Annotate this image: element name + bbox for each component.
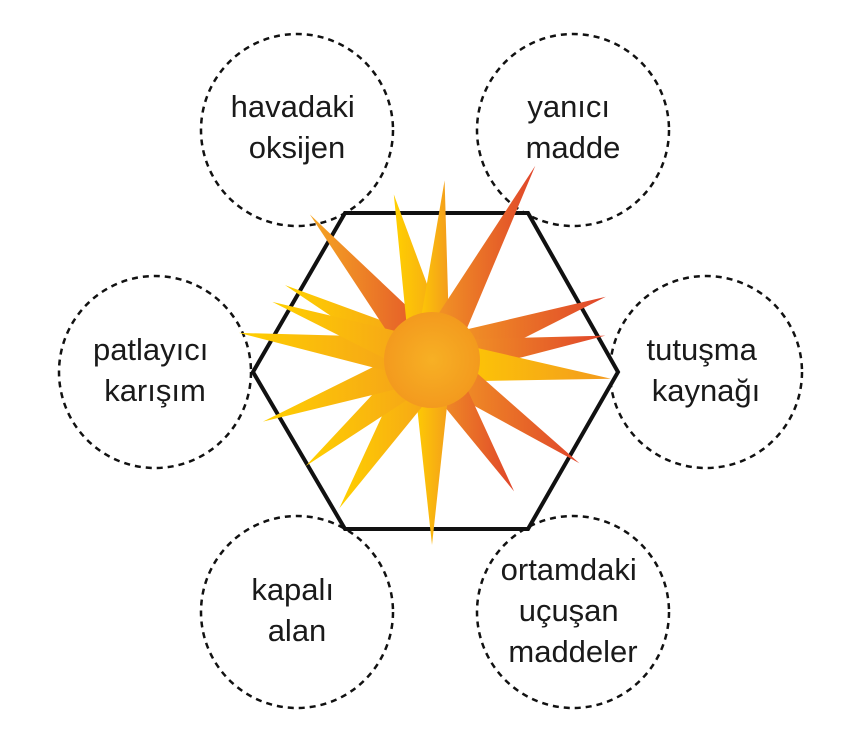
label-line: ortamdaki: [501, 552, 637, 587]
label-line: karışım: [104, 373, 206, 408]
label-line: kaynağı: [652, 373, 761, 408]
label-patlayici-karisim: patlayıcı karışım: [93, 332, 217, 408]
burst-core: [384, 312, 480, 408]
label-kapali-alan: kapalı alan: [251, 572, 342, 648]
label-line: uçuşan: [519, 593, 619, 628]
factor-circle-patlayici-karisim: [57, 274, 253, 470]
label-line: tutuşma: [647, 332, 758, 367]
label-line: havadaki: [231, 89, 355, 124]
label-yanici-madde: yanıcı madde: [526, 89, 621, 165]
label-ortamdaki-ucusan-maddeler: ortamdaki uçuşan maddeler: [501, 552, 646, 669]
label-line: patlayıcı: [93, 332, 208, 367]
explosion-burst-icon: [238, 165, 611, 545]
label-line: oksijen: [249, 130, 346, 165]
label-line: maddeler: [508, 634, 637, 669]
label-line: kapalı: [251, 572, 334, 607]
factor-circle-havadaki-oksijen: [199, 32, 395, 228]
factor-circle-yanici-madde: [475, 32, 671, 228]
label-line: alan: [268, 613, 327, 648]
label-line: yanıcı: [527, 89, 610, 124]
label-line: madde: [526, 130, 621, 165]
label-havadaki-oksijen: havadaki oksijen: [231, 89, 364, 165]
factor-circle-ortamdaki-ucusan-maddeler: [475, 514, 671, 710]
factor-circle-kapali-alan: [199, 514, 395, 710]
label-tutusma-kaynagi: tutuşma kaynağı: [647, 332, 766, 408]
factor-circle-tutusma-kaynagi: [608, 274, 804, 470]
factor-labels: havadaki oksijen yanıcı madde patlayıcı …: [93, 89, 766, 669]
